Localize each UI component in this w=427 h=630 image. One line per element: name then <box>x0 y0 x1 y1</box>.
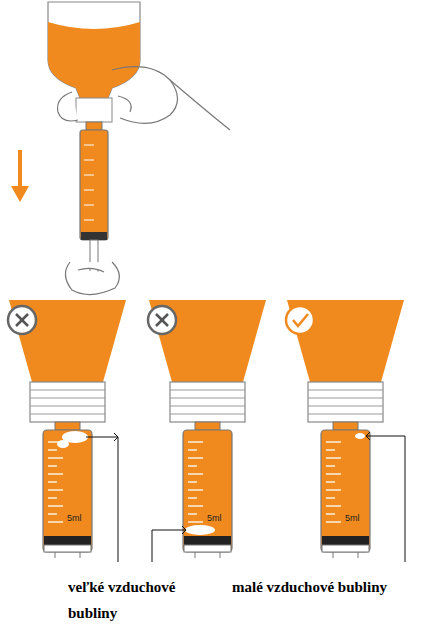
caption-label: malé vzduchové bubliny <box>232 574 422 600</box>
volume-mark: 5ml <box>345 513 360 523</box>
volume-mark: 5ml <box>67 513 82 523</box>
volume-mark: 5ml <box>207 513 222 523</box>
caption-label: veľké vzduchové bubliny <box>68 574 203 626</box>
